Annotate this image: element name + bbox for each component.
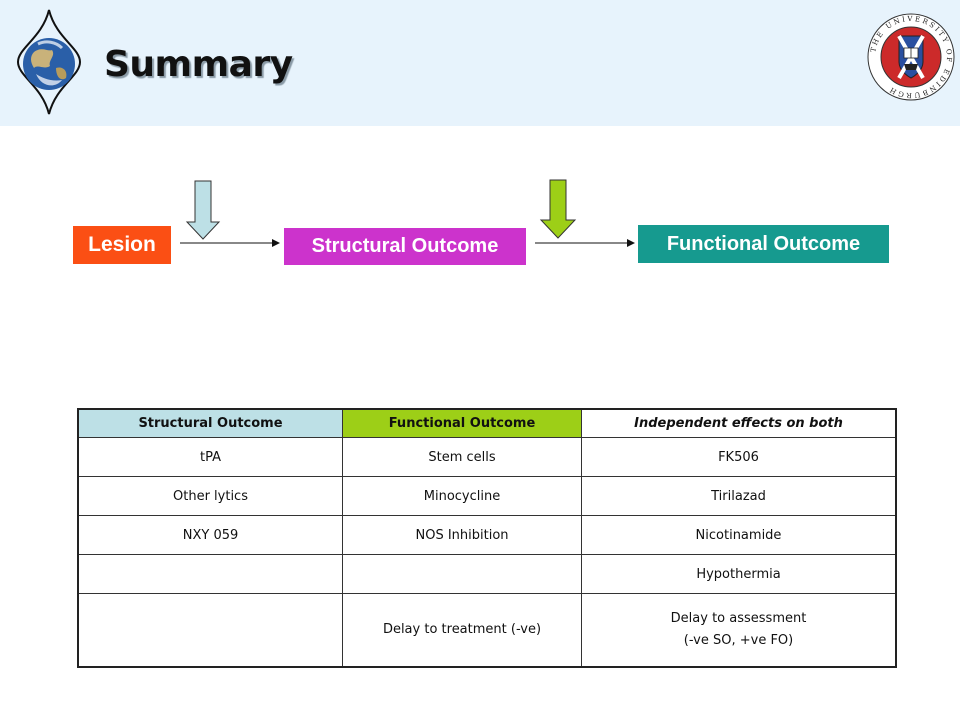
table-cell: NOS Inhibition xyxy=(342,515,582,555)
functional-outcome-box: Functional Outcome xyxy=(638,225,889,263)
table-cell: Tirilazad xyxy=(581,476,897,516)
header-independent-effects: Independent effects on both xyxy=(581,408,897,438)
table-cell xyxy=(77,554,343,594)
table-cell: tPA xyxy=(77,437,343,477)
table-cell: NXY 059 xyxy=(77,515,343,555)
header-structural-outcome: Structural Outcome xyxy=(77,408,343,438)
down-arrow-green-icon xyxy=(539,179,577,239)
table-cell: Delay to treatment (-ve) xyxy=(342,593,582,668)
table-cell-line: Delay to assessment xyxy=(670,610,807,626)
lesion-box: Lesion xyxy=(73,226,171,264)
table-cell xyxy=(77,593,343,668)
table-row: Other lytics Minocycline Tirilazad xyxy=(77,476,897,516)
flow-arrows xyxy=(180,179,635,247)
structural-outcome-box: Structural Outcome xyxy=(284,228,526,265)
table-row: Delay to treatment (-ve) Delay to assess… xyxy=(77,593,897,668)
table-row: Hypothermia xyxy=(77,554,897,594)
summary-table: Structural Outcome Functional Outcome In… xyxy=(77,408,897,668)
down-arrow-blue-icon xyxy=(185,180,221,240)
table-cell: Minocycline xyxy=(342,476,582,516)
table-cell: Stem cells xyxy=(342,437,582,477)
table-cell xyxy=(342,554,582,594)
table-header-row: Structural Outcome Functional Outcome In… xyxy=(77,408,897,438)
university-seal-icon: THE UNIVERSITY OF EDINBURGH xyxy=(867,13,955,101)
table-row: NXY 059 NOS Inhibition Nicotinamide xyxy=(77,515,897,555)
slide-header: Summary THE UNIVERSITY OF EDINBURGH xyxy=(0,0,960,126)
header-functional-outcome: Functional Outcome xyxy=(342,408,582,438)
table-cell: FK506 xyxy=(581,437,897,477)
table-cell: Other lytics xyxy=(77,476,343,516)
table-cell-line: (-ve SO, +ve FO) xyxy=(683,633,794,648)
page-title: Summary xyxy=(104,44,293,85)
table-cell: Hypothermia xyxy=(581,554,897,594)
globe-logo-icon xyxy=(16,9,82,115)
table-cell: Delay to assessment (-ve SO, +ve FO) xyxy=(581,593,897,668)
table-row: tPA Stem cells FK506 xyxy=(77,437,897,477)
table-cell: Nicotinamide xyxy=(581,515,897,555)
